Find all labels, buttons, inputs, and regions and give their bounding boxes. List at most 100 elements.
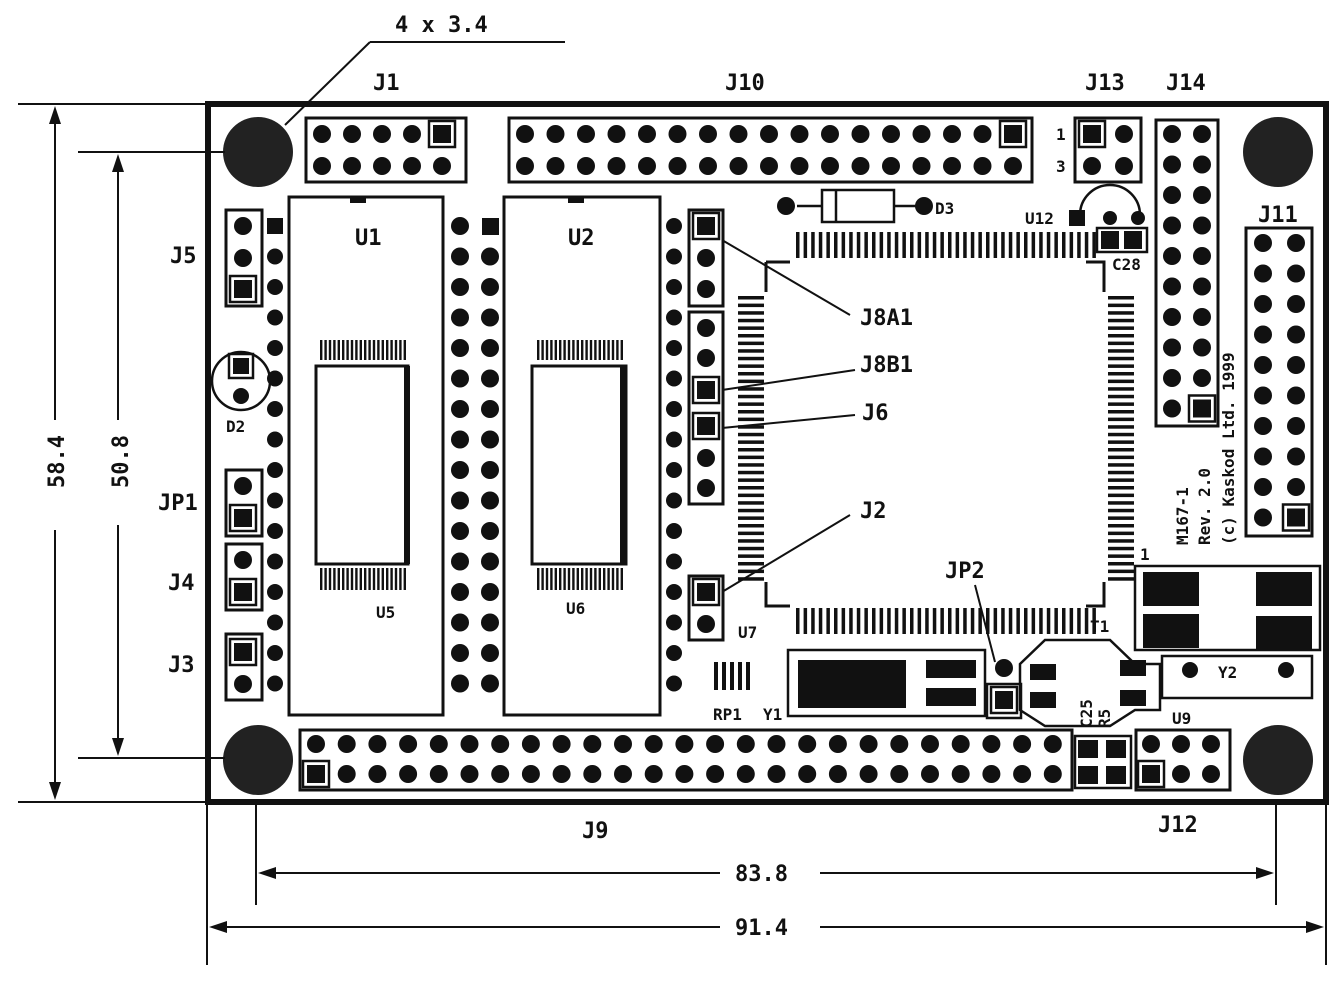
smd-pad bbox=[1106, 766, 1126, 784]
smd-pad bbox=[1030, 664, 1056, 680]
pad bbox=[267, 523, 283, 539]
label-D3: D3 bbox=[935, 199, 954, 218]
pad bbox=[668, 157, 687, 175]
soic-pin bbox=[350, 340, 354, 360]
qfp-pin bbox=[932, 232, 937, 258]
qfp-pin bbox=[738, 546, 764, 551]
soic-pin bbox=[381, 568, 384, 590]
pad bbox=[1163, 186, 1181, 204]
rp1-pin bbox=[738, 662, 742, 690]
qfp-pin bbox=[738, 440, 764, 444]
pad bbox=[1254, 325, 1272, 344]
pad bbox=[1193, 216, 1211, 235]
square-pad-ring bbox=[1136, 759, 1166, 789]
pad bbox=[1202, 765, 1220, 783]
label-J11: J11 bbox=[1258, 203, 1298, 228]
pad bbox=[666, 492, 682, 509]
pad bbox=[267, 279, 283, 295]
qfp-pin bbox=[818, 608, 823, 634]
pad bbox=[521, 735, 540, 753]
pad bbox=[912, 125, 931, 143]
qfp-pin bbox=[738, 318, 764, 323]
dim-inner-height: 50.8 bbox=[109, 435, 134, 488]
pad bbox=[1254, 478, 1272, 496]
qfp-pin bbox=[879, 232, 884, 258]
qfp-pin bbox=[955, 608, 960, 634]
label-J14: J14 bbox=[1166, 71, 1206, 96]
pad bbox=[1193, 369, 1211, 387]
qfp-pin bbox=[834, 232, 838, 258]
square-pad bbox=[697, 417, 715, 435]
pad bbox=[343, 125, 361, 143]
pad bbox=[666, 523, 682, 539]
soic-pin bbox=[594, 340, 597, 360]
square-pad-ring bbox=[1077, 119, 1107, 149]
label-JP1: JP1 bbox=[158, 491, 198, 516]
qfp-pin bbox=[818, 232, 823, 258]
pad bbox=[491, 765, 510, 783]
qfp-pin bbox=[738, 387, 764, 391]
pad bbox=[451, 674, 469, 693]
pad bbox=[234, 551, 252, 569]
pad bbox=[583, 765, 602, 783]
pad bbox=[267, 462, 283, 478]
pad bbox=[399, 765, 418, 783]
pad bbox=[1287, 325, 1305, 344]
pad bbox=[267, 248, 283, 265]
qfp-pin bbox=[1108, 364, 1134, 368]
qfp-pin bbox=[910, 232, 914, 258]
pad bbox=[491, 735, 510, 753]
soic-pin bbox=[616, 568, 619, 590]
pad bbox=[859, 735, 878, 753]
label-U2: U2 bbox=[568, 226, 595, 251]
qfp-pin bbox=[738, 455, 764, 460]
soic-pin bbox=[355, 568, 358, 590]
qfp-pin bbox=[1108, 501, 1134, 505]
pad bbox=[1287, 447, 1305, 466]
pad bbox=[729, 125, 748, 143]
qfp-pin bbox=[841, 232, 846, 258]
pad bbox=[607, 157, 626, 175]
pad bbox=[729, 157, 748, 175]
qfp-pin bbox=[738, 463, 764, 467]
qfp-pin bbox=[1069, 232, 1074, 258]
qfp-pin bbox=[738, 372, 764, 376]
soic-pin bbox=[372, 568, 376, 590]
pad bbox=[399, 735, 418, 753]
label-D2: D2 bbox=[226, 417, 245, 436]
qfp-pin bbox=[948, 608, 952, 634]
qfp-pin bbox=[986, 608, 990, 634]
pad bbox=[638, 157, 656, 175]
pad bbox=[516, 125, 534, 143]
pad bbox=[1163, 277, 1181, 296]
square-pad-ring bbox=[691, 411, 721, 441]
dim-outer-width: 91.4 bbox=[735, 916, 788, 941]
qfp-pin bbox=[940, 232, 944, 258]
qfp-pin bbox=[1077, 232, 1081, 258]
qfp-pin bbox=[1016, 232, 1020, 258]
label-U9: U9 bbox=[1172, 709, 1191, 728]
pad bbox=[1163, 338, 1181, 357]
pad bbox=[644, 765, 663, 783]
square-pad bbox=[234, 280, 252, 298]
pad bbox=[1193, 155, 1211, 174]
pad bbox=[1172, 735, 1190, 753]
pad bbox=[267, 675, 283, 692]
square-pad bbox=[233, 358, 249, 374]
pad bbox=[451, 522, 469, 540]
qfp-pin bbox=[1031, 608, 1036, 634]
smd-pad bbox=[1120, 690, 1146, 706]
pad bbox=[666, 279, 682, 295]
pad bbox=[267, 584, 283, 600]
pad bbox=[666, 401, 682, 417]
qfp-pin bbox=[1108, 379, 1134, 384]
qfp-pin bbox=[1039, 232, 1043, 258]
label-RP1: RP1 bbox=[713, 705, 742, 724]
soic-pin bbox=[559, 568, 562, 590]
pad bbox=[614, 735, 632, 753]
label-J6: J6 bbox=[862, 401, 889, 426]
pad bbox=[267, 431, 283, 448]
soic-pin bbox=[576, 340, 579, 360]
qfp-pin bbox=[841, 608, 846, 634]
